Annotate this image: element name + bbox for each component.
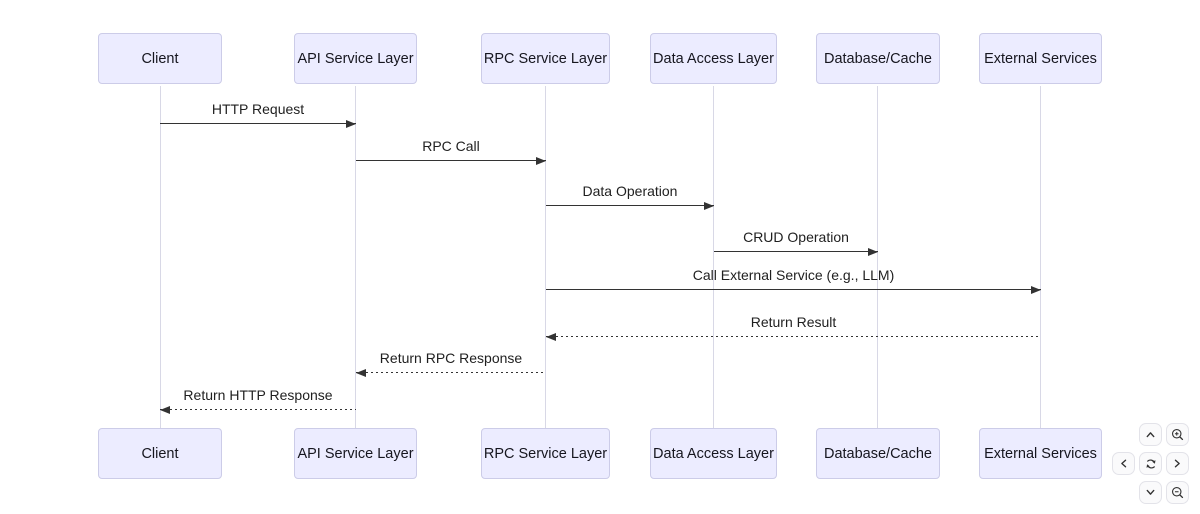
- message-line: [546, 205, 714, 206]
- message-line: [160, 123, 356, 124]
- actor-dal-top: Data Access Layer: [650, 33, 777, 84]
- actor-label: Database/Cache: [823, 445, 932, 462]
- message-return-rpc-response: Return RPC Response: [356, 343, 546, 377]
- actor-label: Database/Cache: [823, 50, 932, 67]
- message-line: [160, 409, 356, 410]
- arrowhead-left-icon: [546, 333, 556, 341]
- pan-down-button[interactable]: [1139, 481, 1162, 504]
- arrowhead-right-icon: [346, 120, 356, 128]
- actor-label: Data Access Layer: [653, 50, 774, 67]
- zoom-in-icon: [1171, 428, 1184, 441]
- message-rpc-call: RPC Call: [356, 131, 546, 165]
- chevron-right-icon: [1174, 459, 1180, 468]
- message-line: [546, 336, 1041, 337]
- actor-api-bottom: API Service Layer: [294, 428, 417, 479]
- message-call-external-service: Call External Service (e.g., LLM): [546, 260, 1041, 294]
- arrowhead-right-icon: [1031, 286, 1041, 294]
- lifeline-client: [160, 86, 161, 428]
- arrowhead-right-icon: [704, 202, 714, 210]
- reset-view-button[interactable]: [1139, 452, 1162, 475]
- message-line: [714, 251, 878, 252]
- message-return-result: Return Result: [546, 307, 1041, 341]
- message-data-operation: Data Operation: [546, 176, 714, 210]
- zoom-out-icon: [1171, 486, 1184, 499]
- pan-right-button[interactable]: [1166, 452, 1189, 475]
- actor-label: Data Access Layer: [653, 445, 774, 462]
- message-label: Return RPC Response: [379, 350, 523, 366]
- lifeline-dal: [713, 86, 714, 428]
- message-label: Data Operation: [582, 183, 678, 199]
- zoom-in-button[interactable]: [1166, 423, 1189, 446]
- actor-dal-bottom: Data Access Layer: [650, 428, 777, 479]
- message-line: [546, 289, 1041, 290]
- pan-left-button[interactable]: [1112, 452, 1135, 475]
- arrowhead-left-icon: [160, 406, 170, 414]
- actor-ext-bottom: External Services: [979, 428, 1102, 479]
- lifeline-api: [355, 86, 356, 428]
- actor-db-top: Database/Cache: [816, 33, 940, 84]
- lifeline-db: [877, 86, 878, 428]
- arrowhead-right-icon: [536, 157, 546, 165]
- actor-label: RPC Service Layer: [483, 50, 608, 67]
- message-return-http-response: Return HTTP Response: [160, 380, 356, 414]
- actor-client-bottom: Client: [98, 428, 222, 479]
- refresh-icon: [1146, 458, 1155, 469]
- actor-rpc-bottom: RPC Service Layer: [481, 428, 610, 479]
- actor-db-bottom: Database/Cache: [816, 428, 940, 479]
- actor-label: External Services: [984, 445, 1097, 462]
- actor-label: Client: [141, 50, 179, 67]
- zoom-out-button[interactable]: [1166, 481, 1189, 504]
- message-line: [356, 372, 546, 373]
- actor-api-top: API Service Layer: [294, 33, 417, 84]
- lifeline-ext: [1040, 86, 1041, 428]
- message-label: Call External Service (e.g., LLM): [692, 267, 895, 283]
- message-crud-operation: CRUD Operation: [714, 222, 878, 256]
- message-label: RPC Call: [422, 138, 480, 154]
- actor-rpc-top: RPC Service Layer: [481, 33, 610, 84]
- message-label: Return HTTP Response: [183, 387, 333, 403]
- message-label: HTTP Request: [211, 101, 305, 117]
- message-label: CRUD Operation: [743, 229, 849, 245]
- actor-ext-top: External Services: [979, 33, 1102, 84]
- message-label: Return Result: [750, 314, 837, 330]
- actor-label: External Services: [984, 50, 1097, 67]
- lifeline-rpc: [545, 86, 546, 428]
- actor-label: RPC Service Layer: [483, 445, 608, 462]
- actor-client-top: Client: [98, 33, 222, 84]
- chevron-down-icon: [1146, 489, 1155, 495]
- chevron-left-icon: [1121, 459, 1127, 468]
- pan-up-button[interactable]: [1139, 423, 1162, 446]
- arrowhead-right-icon: [868, 248, 878, 256]
- arrowhead-left-icon: [356, 369, 366, 377]
- chevron-up-icon: [1146, 432, 1155, 438]
- actor-label: API Service Layer: [297, 50, 414, 67]
- message-http-request: HTTP Request: [160, 94, 356, 128]
- message-line: [356, 160, 546, 161]
- actor-label: API Service Layer: [297, 445, 414, 462]
- actor-label: Client: [141, 445, 179, 462]
